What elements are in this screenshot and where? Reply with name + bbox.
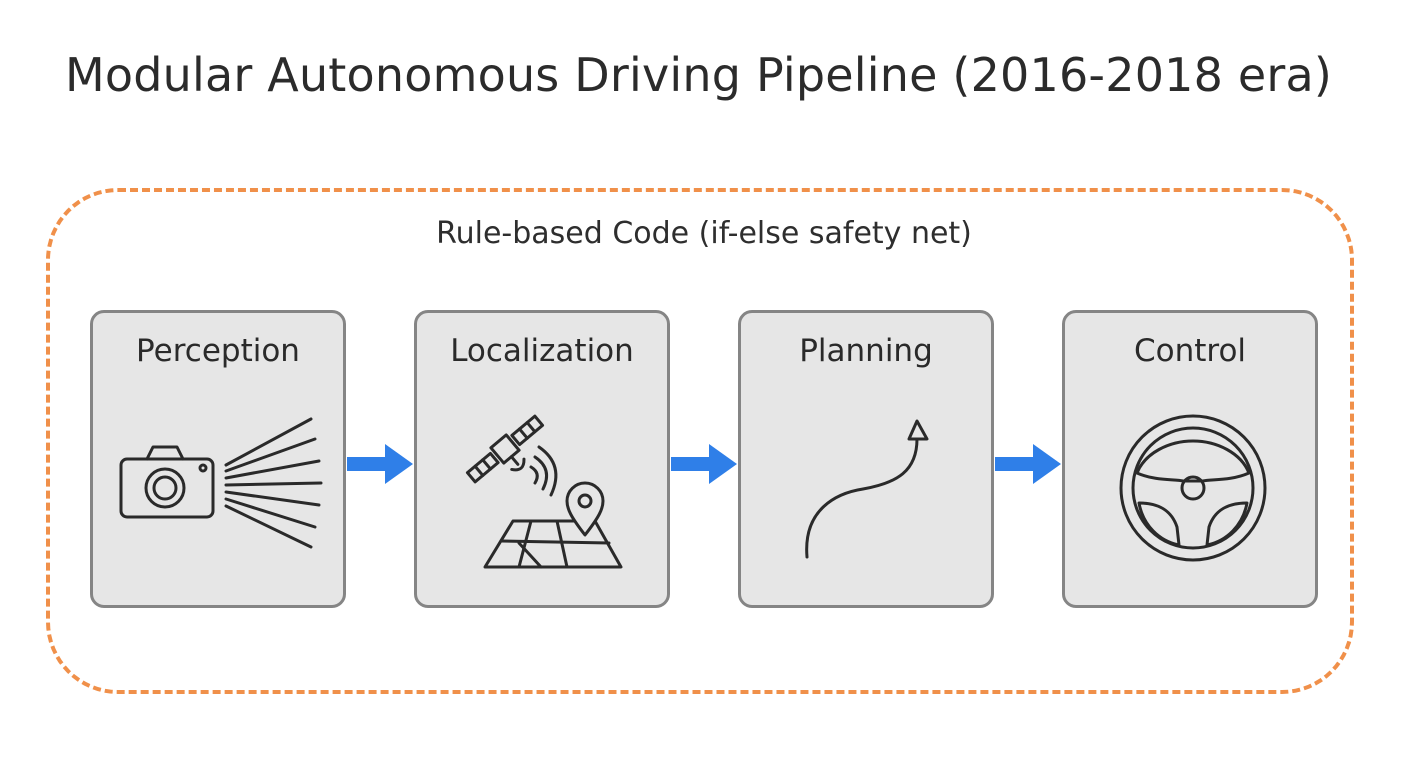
satellite-map-pin-icon [465,414,623,569]
safety-net-label: Rule-based Code (if-else safety net) [436,216,972,251]
path-arrow-icon [805,419,929,559]
diagram-title: Modular Autonomous Driving Pipeline (201… [65,48,1333,102]
planning-label: Planning [799,333,933,369]
localization-module: Localization [414,310,670,608]
localization-label: Localization [450,333,634,369]
arrow-planning-to-control [995,444,1061,484]
control-module: Control [1062,310,1318,608]
arrow-localization-to-planning [671,444,737,484]
safety-net-boundary [46,188,1354,694]
control-label: Control [1133,333,1247,369]
arrow-perception-to-localization [347,444,413,484]
perception-label: Perception [136,333,300,369]
perception-module: Perception [90,310,346,608]
camera-sensor-icon [119,417,323,549]
planning-module: Planning [738,310,994,608]
steering-wheel-icon [1119,414,1267,562]
